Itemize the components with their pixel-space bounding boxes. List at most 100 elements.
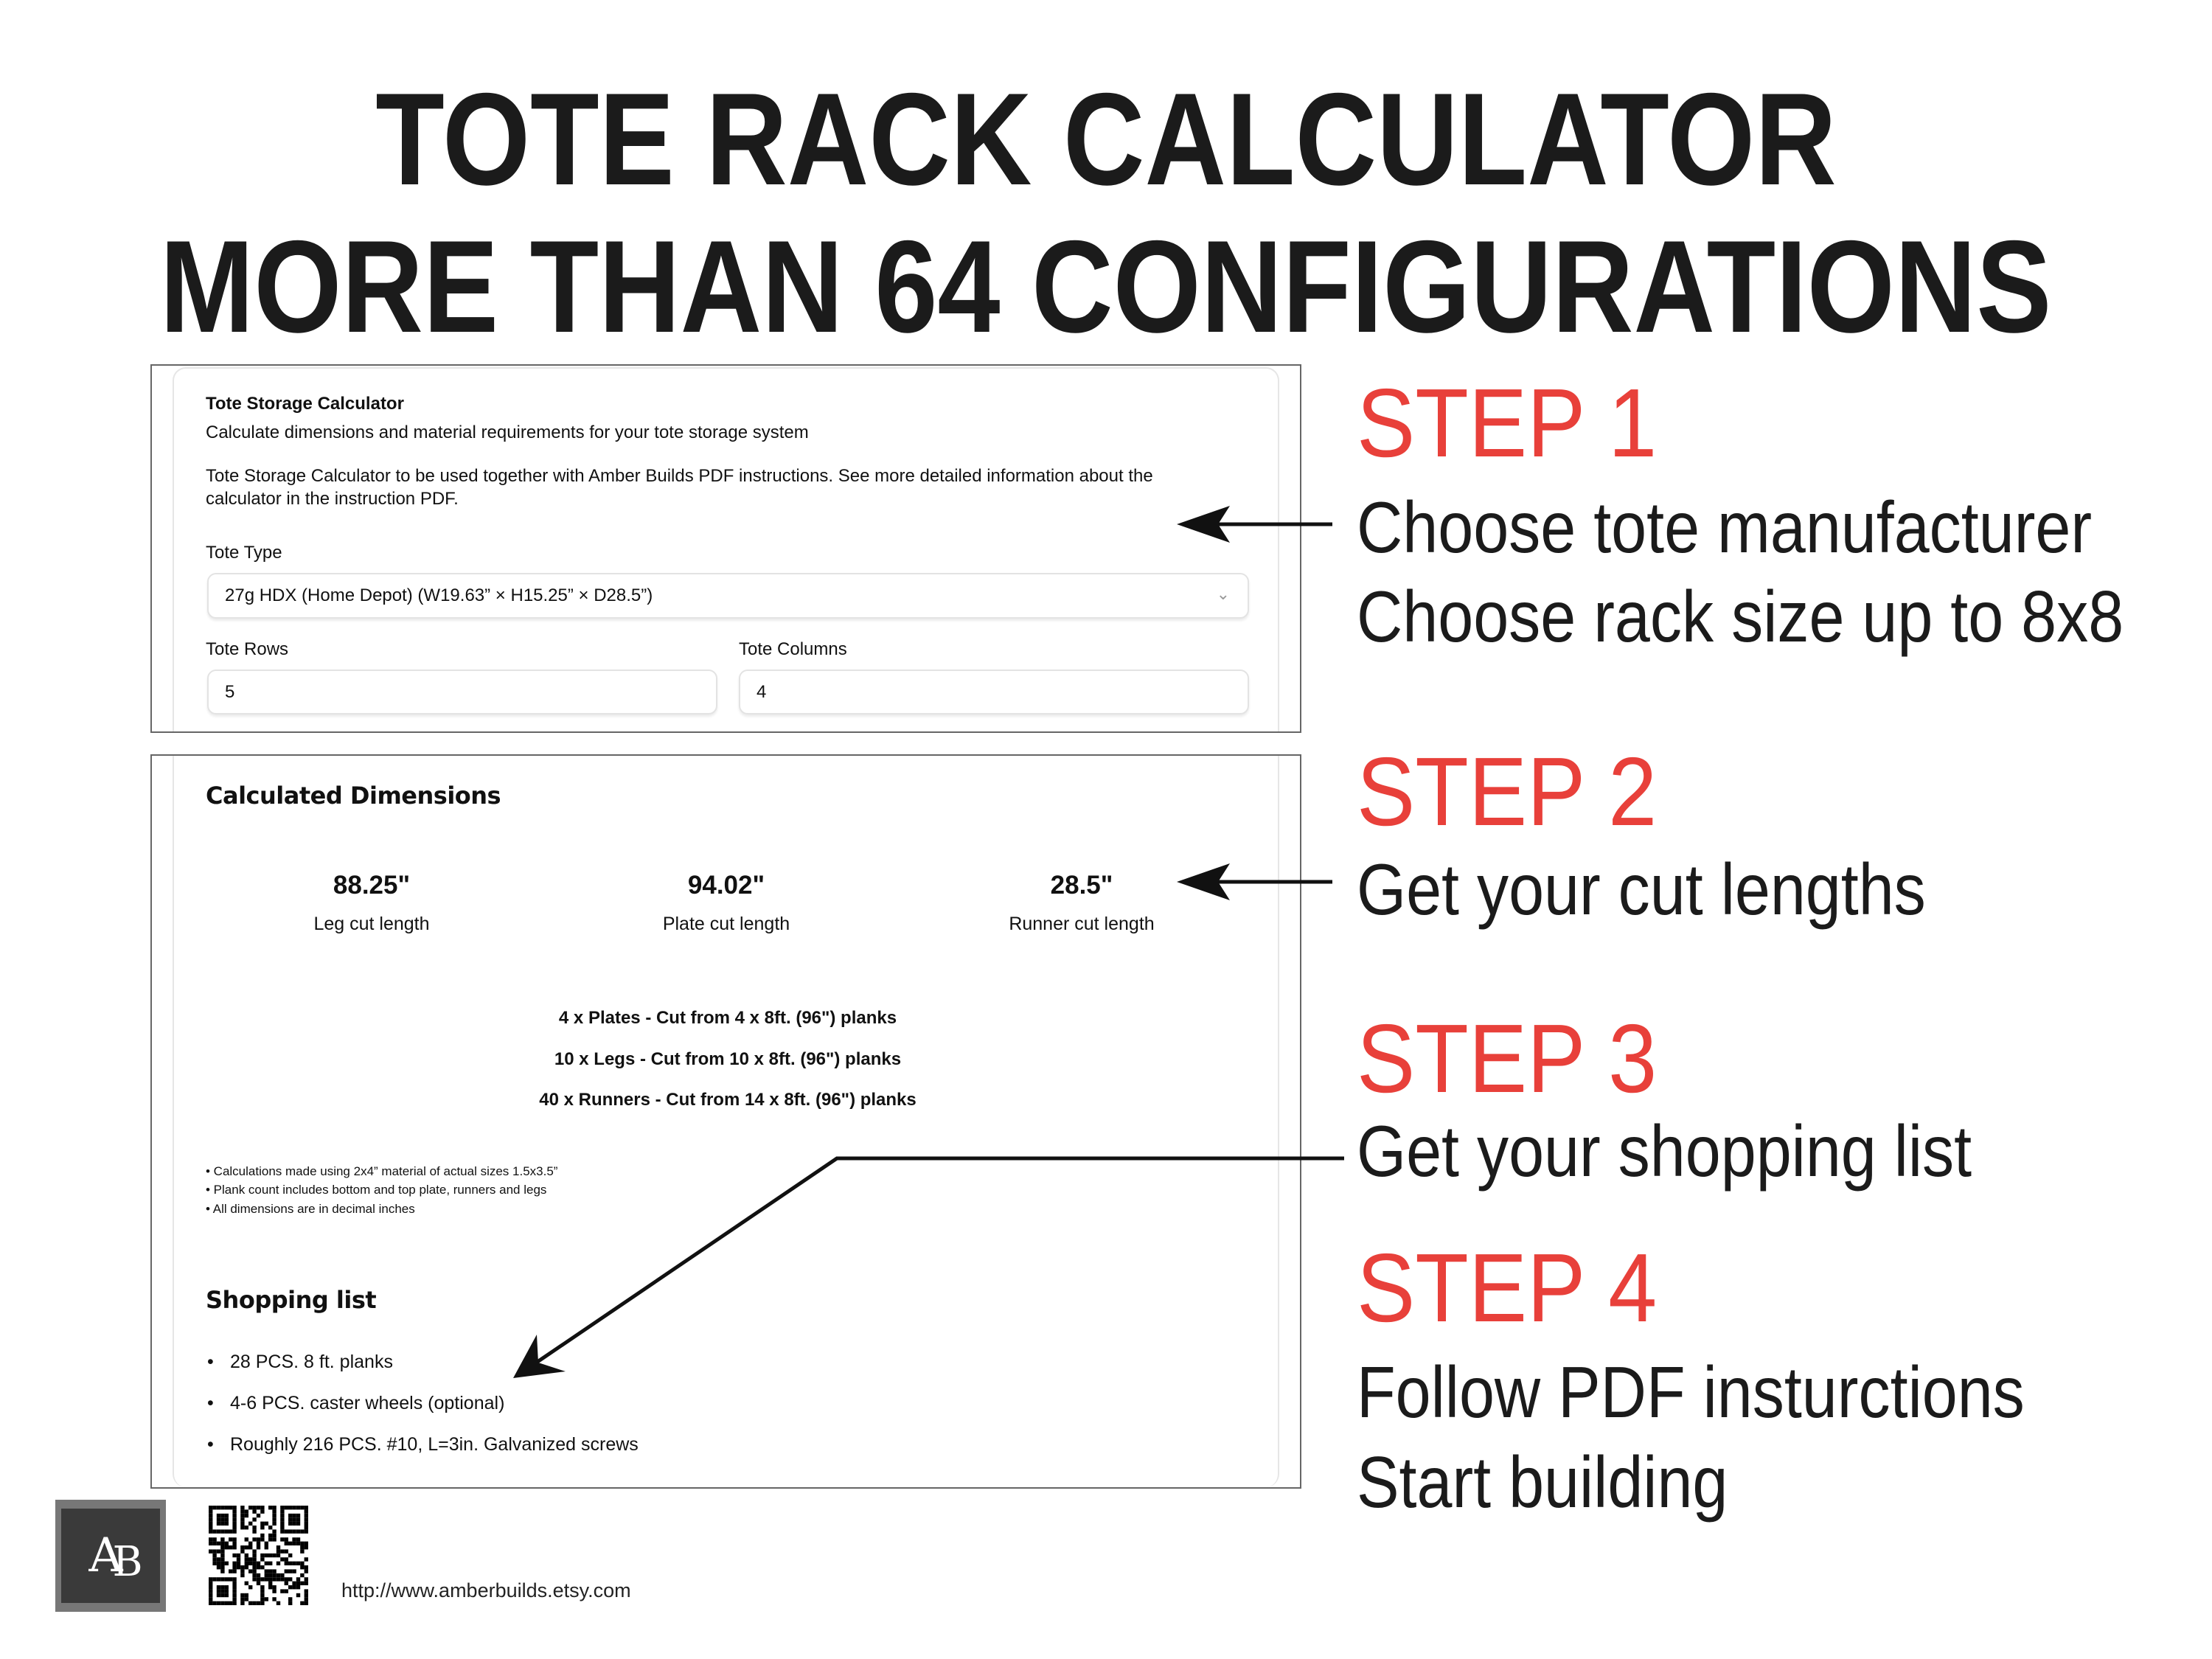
qr-module (276, 1601, 281, 1605)
qr-module (256, 1513, 261, 1518)
qr-module (284, 1581, 288, 1585)
tote-rows-label: Tote Rows (206, 639, 289, 659)
tote-type-select[interactable]: 27g HDX (Home Depot) (W19.63” × H15.25” … (207, 573, 1249, 619)
qr-module (264, 1569, 268, 1573)
qr-module (292, 1581, 296, 1585)
qr-module (272, 1533, 276, 1538)
shop-url-link[interactable]: http://www.amberbuilds.etsy.com (341, 1579, 631, 1601)
qr-module (304, 1513, 308, 1518)
qr-module (216, 1506, 221, 1510)
tote-rows-input[interactable]: 5 (207, 669, 717, 714)
qr-module (240, 1597, 245, 1601)
qr-code-icon[interactable] (209, 1506, 308, 1605)
results-card (173, 756, 1279, 1487)
qr-module (220, 1601, 225, 1605)
qr-module (284, 1589, 288, 1593)
qr-module (220, 1513, 225, 1518)
qr-module (209, 1601, 213, 1605)
qr-module (220, 1537, 225, 1542)
qr-module (272, 1573, 276, 1578)
qr-module (216, 1565, 221, 1570)
qr-module (272, 1506, 276, 1510)
qr-module (260, 1565, 265, 1570)
qr-module (244, 1581, 248, 1585)
qr-module (209, 1541, 213, 1545)
qr-module (244, 1513, 248, 1518)
qr-module (272, 1537, 276, 1542)
qr-module (288, 1577, 293, 1582)
shopping-item: 4-6 PCS. caster wheels (optional) (230, 1393, 505, 1413)
tote-type-value: 27g HDX (Home Depot) (W19.63” × H15.25” … (225, 585, 653, 605)
qr-module (232, 1589, 237, 1593)
qr-module (296, 1581, 301, 1585)
qr-module (240, 1526, 245, 1530)
qr-module (292, 1541, 296, 1545)
qr-module (220, 1561, 225, 1565)
qr-module (296, 1561, 301, 1565)
qr-module (209, 1549, 213, 1554)
qr-module (300, 1565, 305, 1570)
qr-module (232, 1601, 237, 1605)
qr-module (236, 1561, 241, 1565)
tote-columns-input[interactable]: 4 (739, 669, 1249, 714)
qr-module (304, 1569, 308, 1573)
qr-module (216, 1521, 221, 1526)
qr-module (224, 1601, 229, 1605)
step-2-line-1: Get your cut lengths (1357, 849, 1926, 930)
qr-module (288, 1561, 293, 1565)
qr-module (304, 1506, 308, 1510)
qr-module (232, 1581, 237, 1585)
qr-module (212, 1537, 217, 1542)
qr-module (216, 1541, 221, 1545)
qr-module (209, 1506, 213, 1510)
qr-module (304, 1581, 308, 1585)
qr-module (268, 1506, 273, 1510)
qr-module (280, 1529, 285, 1534)
qr-module (212, 1561, 217, 1565)
qr-module (229, 1529, 233, 1534)
step-4-line-1: Follow PDF insturctions (1357, 1352, 2025, 1433)
qr-module (220, 1553, 225, 1558)
qr-module (220, 1585, 225, 1590)
qr-module (256, 1506, 261, 1510)
qr-module (292, 1561, 296, 1565)
qr-module (252, 1537, 257, 1542)
qr-module (240, 1549, 245, 1554)
qr-module (224, 1589, 229, 1593)
runner-cut-label: Runner cut length (1009, 914, 1155, 934)
qr-module (296, 1521, 301, 1526)
qr-module (300, 1581, 305, 1585)
qr-module (260, 1509, 265, 1514)
qr-module (300, 1545, 305, 1550)
chevron-down-icon: ⌄ (1216, 585, 1230, 603)
qr-module (240, 1569, 245, 1573)
qr-module (296, 1537, 301, 1542)
qr-module (220, 1545, 225, 1550)
qr-module (304, 1565, 308, 1570)
qr-module (229, 1537, 233, 1542)
qr-module (252, 1549, 257, 1554)
qr-module (220, 1549, 225, 1554)
tote-columns-value: 4 (757, 681, 767, 702)
qr-module (296, 1585, 301, 1590)
qr-module (304, 1601, 308, 1605)
qr-module (209, 1593, 213, 1598)
qr-module (268, 1553, 273, 1558)
qr-module (284, 1549, 288, 1554)
qr-module (268, 1573, 273, 1578)
qr-module (216, 1549, 221, 1554)
qr-module (304, 1577, 308, 1582)
qr-module (232, 1597, 237, 1601)
qr-module (300, 1549, 305, 1554)
qr-module (220, 1589, 225, 1593)
qr-module (240, 1545, 245, 1550)
qr-module (216, 1557, 221, 1562)
qr-module (212, 1601, 217, 1605)
note: • Plank count includes bottom and top pl… (206, 1183, 547, 1197)
qr-module (252, 1557, 257, 1562)
qr-module (280, 1549, 285, 1554)
qr-module (216, 1601, 221, 1605)
qr-module (224, 1521, 229, 1526)
qr-module (220, 1565, 225, 1570)
qr-module (216, 1593, 221, 1598)
